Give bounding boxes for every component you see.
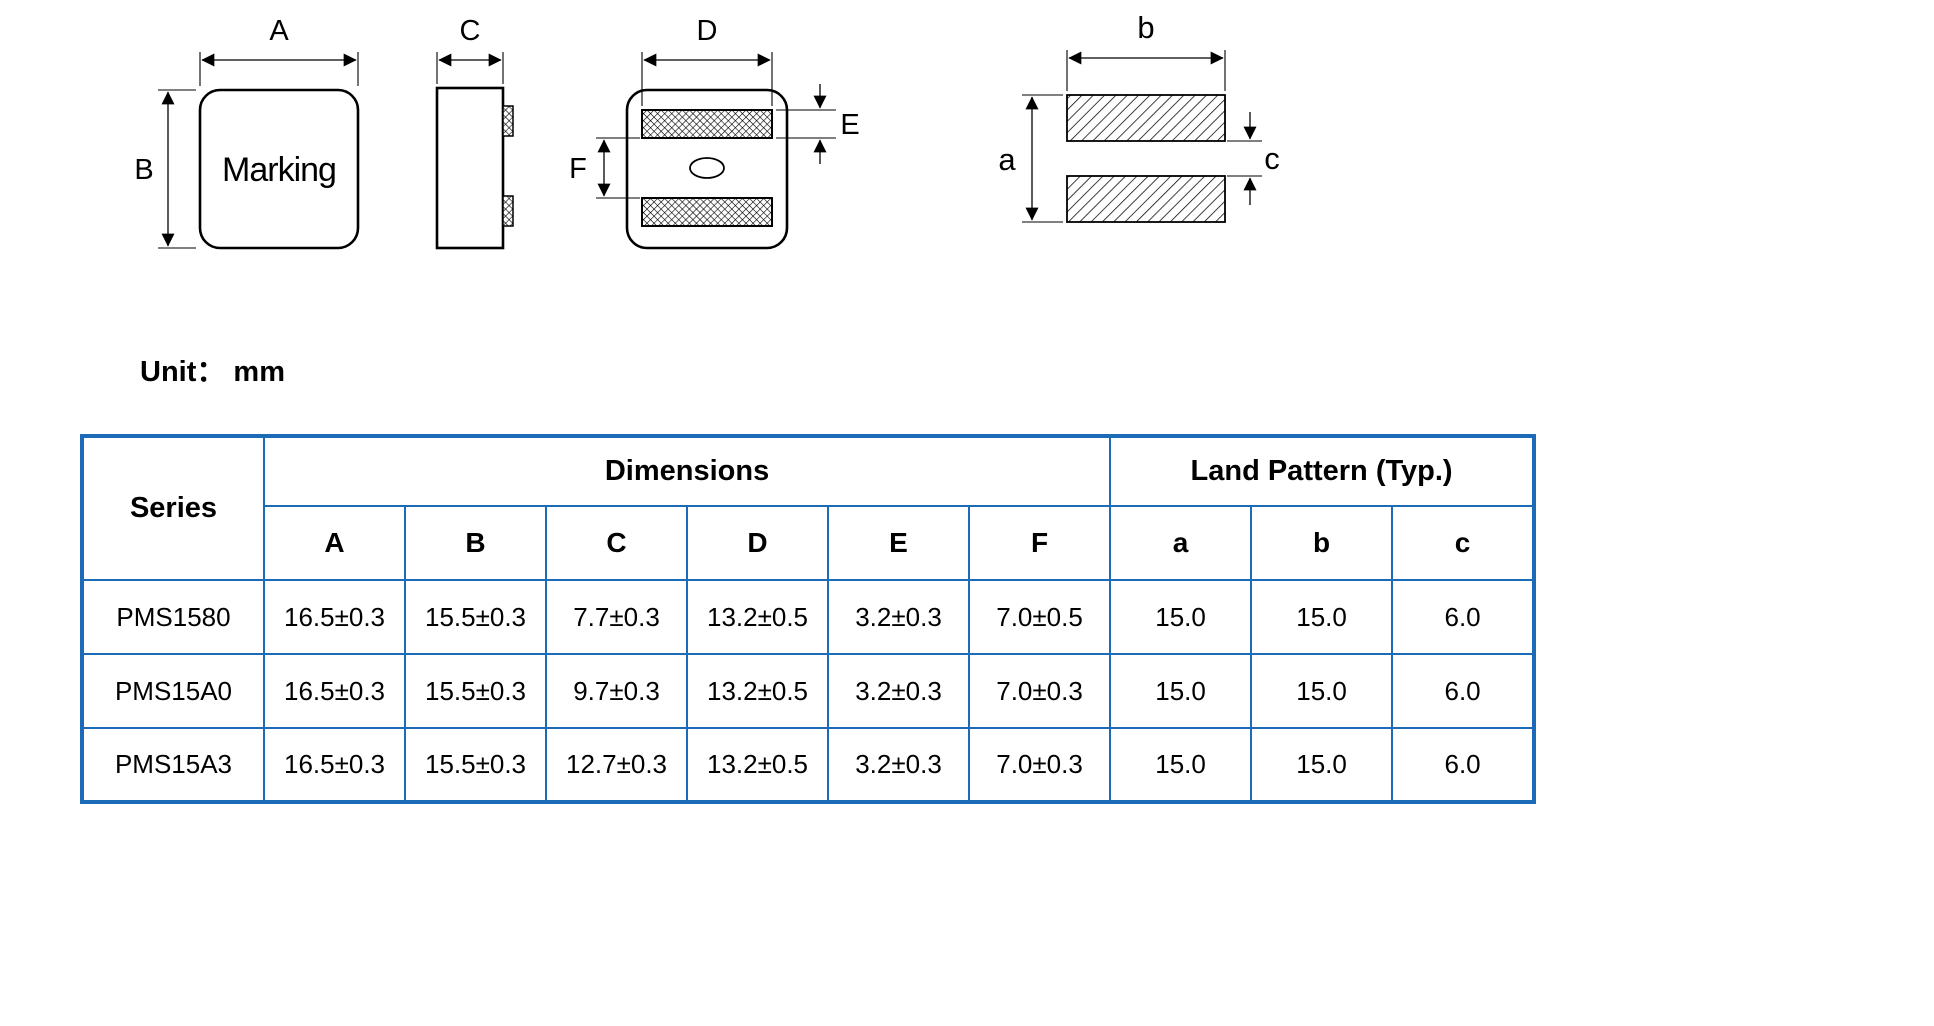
bottom-body-outline: [625, 88, 789, 250]
dim-label-a: a: [998, 142, 1016, 177]
dimensions-header: Dimensions: [262, 435, 1112, 507]
table-row: PMS15A0 16.5±0.3 15.5±0.3 9.7±0.3 13.2±0…: [81, 653, 1536, 729]
unit-label: Unit： mm: [140, 356, 286, 388]
center-mark-ellipse: [689, 157, 725, 179]
table-row: PMS1580 16.5±0.3 15.5±0.3 7.7±0.3 13.2±0…: [81, 579, 1536, 655]
table-cell: 15.0: [1250, 653, 1394, 729]
col-header-F: F: [967, 505, 1112, 581]
table-cell: 16.5±0.3: [263, 727, 406, 803]
table-cell: 13.2±0.5: [686, 579, 829, 655]
table-cell: 3.2±0.3: [827, 579, 970, 655]
col-header-A: A: [263, 505, 406, 581]
table-cell: 7.0±0.3: [967, 727, 1112, 803]
front-view: Marking A B: [134, 15, 360, 250]
component-body-outline: [198, 88, 360, 250]
table-cell: 15.5±0.3: [404, 727, 547, 803]
table-cell: 15.0: [1250, 727, 1394, 803]
table-cell: 3.2±0.3: [827, 727, 970, 803]
table-cell: 13.2±0.5: [686, 653, 829, 729]
bottom-view: D E F: [569, 15, 860, 250]
dim-label-C: C: [460, 15, 481, 47]
dim-label-D: D: [697, 15, 718, 47]
col-header-B: B: [404, 505, 547, 581]
component-drawings: Marking A B C: [134, 10, 1280, 250]
table-cell: 9.7±0.3: [545, 653, 688, 729]
dim-label-E: E: [840, 109, 859, 141]
side-view: C: [435, 15, 514, 250]
table-cell: 16.5±0.3: [263, 653, 406, 729]
solder-pad-bottom: [641, 197, 773, 227]
table-row: PMS15A3 16.5±0.3 15.5±0.3 12.7±0.3 13.2±…: [81, 727, 1536, 803]
side-terminal-bottom: [502, 195, 514, 227]
col-header-b: b: [1250, 505, 1394, 581]
solder-pad-top: [641, 109, 773, 139]
marking-label: Marking: [222, 151, 336, 189]
series-header: Series: [81, 435, 265, 581]
table-cell: 7.0±0.3: [967, 653, 1112, 729]
table-cell: 15.0: [1109, 579, 1253, 655]
col-header-c: c: [1391, 505, 1536, 581]
table-cell: 15.0: [1109, 727, 1253, 803]
component-side-outline: [435, 86, 505, 250]
col-header-a: a: [1109, 505, 1253, 581]
table-cell: 13.2±0.5: [686, 727, 829, 803]
series-cell: PMS15A0: [81, 653, 265, 729]
table-cell: 12.7±0.3: [545, 727, 688, 803]
dim-label-b: b: [1137, 10, 1154, 45]
land-pattern-header: Land Pattern (Typ.): [1109, 435, 1536, 507]
table-cell: 6.0: [1391, 727, 1536, 803]
series-cell: PMS15A3: [81, 727, 265, 803]
series-cell: PMS1580: [81, 579, 265, 655]
table-cell: 3.2±0.3: [827, 653, 970, 729]
table-cell: 16.5±0.3: [263, 579, 406, 655]
dim-label-c: c: [1264, 141, 1280, 176]
table-cell: 15.5±0.3: [404, 579, 547, 655]
col-header-C: C: [545, 505, 688, 581]
table-cell: 6.0: [1391, 579, 1536, 655]
table-cell: 6.0: [1391, 653, 1536, 729]
dim-label-F: F: [569, 153, 587, 185]
dim-label-A: A: [269, 15, 289, 47]
land-pad-top: [1066, 94, 1226, 142]
col-header-E: E: [827, 505, 970, 581]
dim-label-B: B: [134, 154, 153, 186]
drawing-area: Marking A B C: [0, 0, 1934, 322]
col-header-D: D: [686, 505, 829, 581]
table-cell: 15.0: [1250, 579, 1394, 655]
table-cell: 7.0±0.5: [967, 579, 1112, 655]
table-cell: 7.7±0.3: [545, 579, 688, 655]
land-pad-bottom: [1066, 175, 1226, 223]
table-cell: 15.5±0.3: [404, 653, 547, 729]
land-pattern-view: b a c: [998, 10, 1280, 223]
table-cell: 15.0: [1109, 653, 1253, 729]
side-terminal-top: [502, 105, 514, 137]
spec-table: Series Dimensions Land Pattern (Typ.) A …: [80, 434, 1537, 804]
